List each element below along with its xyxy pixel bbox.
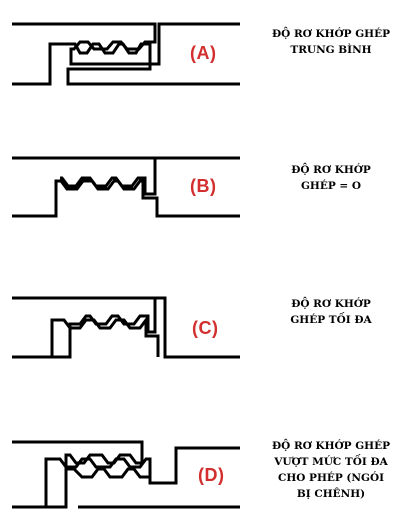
tile-joint-diagram-b: [12, 156, 240, 218]
panel-caption: ĐỘ RƠ KHỚP GHÉP TRUNG BÌNH: [271, 28, 391, 56]
tile-joint-diagram-a: [12, 22, 240, 86]
panel-label: (B): [190, 176, 217, 196]
panel-caption: ĐỘ RƠ KHỚP GHÉP VƯỢT MỨC TỐI ĐA CHO PHÉP…: [271, 440, 391, 500]
panel-label: (A): [190, 43, 217, 63]
panel-b: (B) ĐỘ RƠ KHỚP GHÉP = O: [0, 130, 410, 250]
panel-d: (D) ĐỘ RƠ KHỚP GHÉP VƯỢT MỨC TỐI ĐA CHO …: [0, 385, 410, 530]
panel-a: (A) ĐỘ RƠ KHỚP GHÉP TRUNG BÌNH: [0, 0, 410, 130]
panel-c: (C) ĐỘ RƠ KHỚP GHÉP TỐI ĐA: [0, 250, 410, 385]
panel-label: (D): [198, 465, 225, 485]
panel-caption: ĐỘ RƠ KHỚP GHÉP TỐI ĐA: [290, 298, 372, 326]
tile-joint-diagram-c: [12, 296, 240, 359]
panel-label: (C): [192, 318, 219, 338]
tile-joint-diagram-d: [12, 440, 240, 509]
panel-caption: ĐỘ RƠ KHỚP GHÉP = O: [291, 164, 371, 192]
